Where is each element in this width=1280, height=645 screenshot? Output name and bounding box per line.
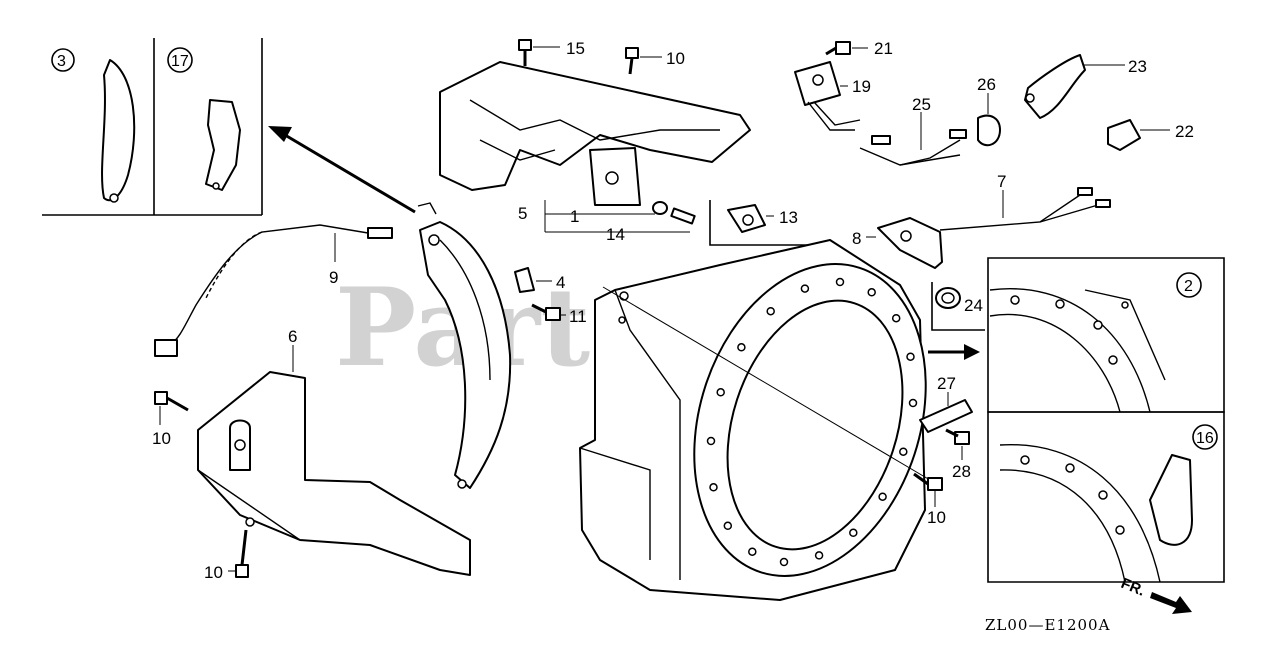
fan-cover-bolt-hole [716,388,725,397]
switch-8 [866,217,943,269]
callout-11: 11 [569,307,587,326]
inset-right-16: 16 [987,411,1225,583]
grommet-1 [652,201,696,225]
fan-cover-bolt-hole [891,313,901,323]
inset-callout-17: 17 [171,53,189,70]
callout-10-right: 10 [927,508,946,527]
direction-arrow-right [928,344,980,360]
callout-19: 19 [852,77,871,96]
fan-cover-bolt-hole [748,547,757,556]
callout-9: 9 [329,268,338,287]
inset-callout-3: 3 [57,53,66,70]
callout-6: 6 [288,327,297,346]
callout-24: 24 [964,296,983,315]
callout-4: 4 [556,273,565,292]
holder-22 [1107,119,1170,151]
callout-23: 23 [1128,57,1147,76]
grommet-24 [931,282,985,331]
fan-cover-bolt-hole [723,521,733,531]
screw-21 [825,41,868,56]
wire-7 [939,187,1111,231]
callout-14: 14 [606,225,625,244]
callout-7: 7 [997,172,1006,191]
inset-callout-16: 16 [1196,430,1214,447]
callout-bracket-5-1-14 [544,200,690,233]
callout-15: 15 [566,39,585,58]
fan-cover-bolt-hole [800,284,810,293]
callout-26: 26 [977,75,996,94]
clip-4 [514,267,552,293]
callout-28: 28 [952,462,971,481]
clip-26 [977,93,1001,147]
callout-10-left: 10 [152,429,171,448]
bolt-28 [945,428,970,460]
fan-cover-bolt-hole [906,352,915,361]
upper-shroud-part-5 [439,61,751,206]
wire-harness-9 [154,224,393,357]
fan-cover-bolt-hole [835,277,845,287]
fan-cover-bolt-hole [867,288,876,297]
bolt-10-top [625,47,662,75]
fan-cover-bolt-hole [899,447,908,456]
shroud-part-3 [101,59,136,202]
callout-27: 27 [937,374,956,393]
fan-cover-bolt-hole [849,528,858,538]
fan-cover-bolt-hole [779,557,789,567]
callout-5: 5 [518,204,527,223]
inset-top-left: 3 17 [42,38,263,216]
shroud-part-17 [205,99,241,191]
callout-13: 13 [779,208,798,227]
direction-arrow-left [268,126,416,214]
inset-callout-2: 2 [1184,278,1193,295]
wire-25 [859,112,967,166]
front-direction-indicator: FR. [1119,575,1192,614]
callout-25: 25 [912,95,931,114]
callout-8: 8 [852,229,861,248]
callout-21: 21 [874,39,893,58]
fan-cover-bolt-hole [706,436,716,446]
side-shroud [417,202,512,489]
bolt-10-left [154,391,189,425]
screw-11 [531,303,566,321]
clip-13 [709,200,810,246]
fan-cover [579,239,931,601]
fan-cover-bolt-hole [814,551,824,560]
callout-22: 22 [1175,122,1194,141]
fan-cover-bolt-hole [878,492,887,501]
lower-shroud-6 [197,345,471,576]
callout-10-bottom: 10 [204,563,223,582]
callout-1: 1 [570,207,579,226]
bolt-10-right [913,472,943,507]
holder-23 [1024,54,1125,119]
callout-10-top: 10 [666,49,685,68]
fr-label: FR. [1119,575,1148,600]
fan-cover-bolt-hole [908,398,918,408]
module-19 [794,61,861,131]
bolt-10-bottom [228,529,249,578]
fan-cover-bolt-hole [766,306,775,316]
bolt-15 [518,39,560,66]
diagram-code: ZL00—E1200A [985,616,1110,634]
inset-right-2: 2 [987,257,1225,413]
fan-cover-bolt-hole [737,343,746,352]
fan-cover-bolt-hole [709,483,718,492]
plate-27 [919,392,973,433]
